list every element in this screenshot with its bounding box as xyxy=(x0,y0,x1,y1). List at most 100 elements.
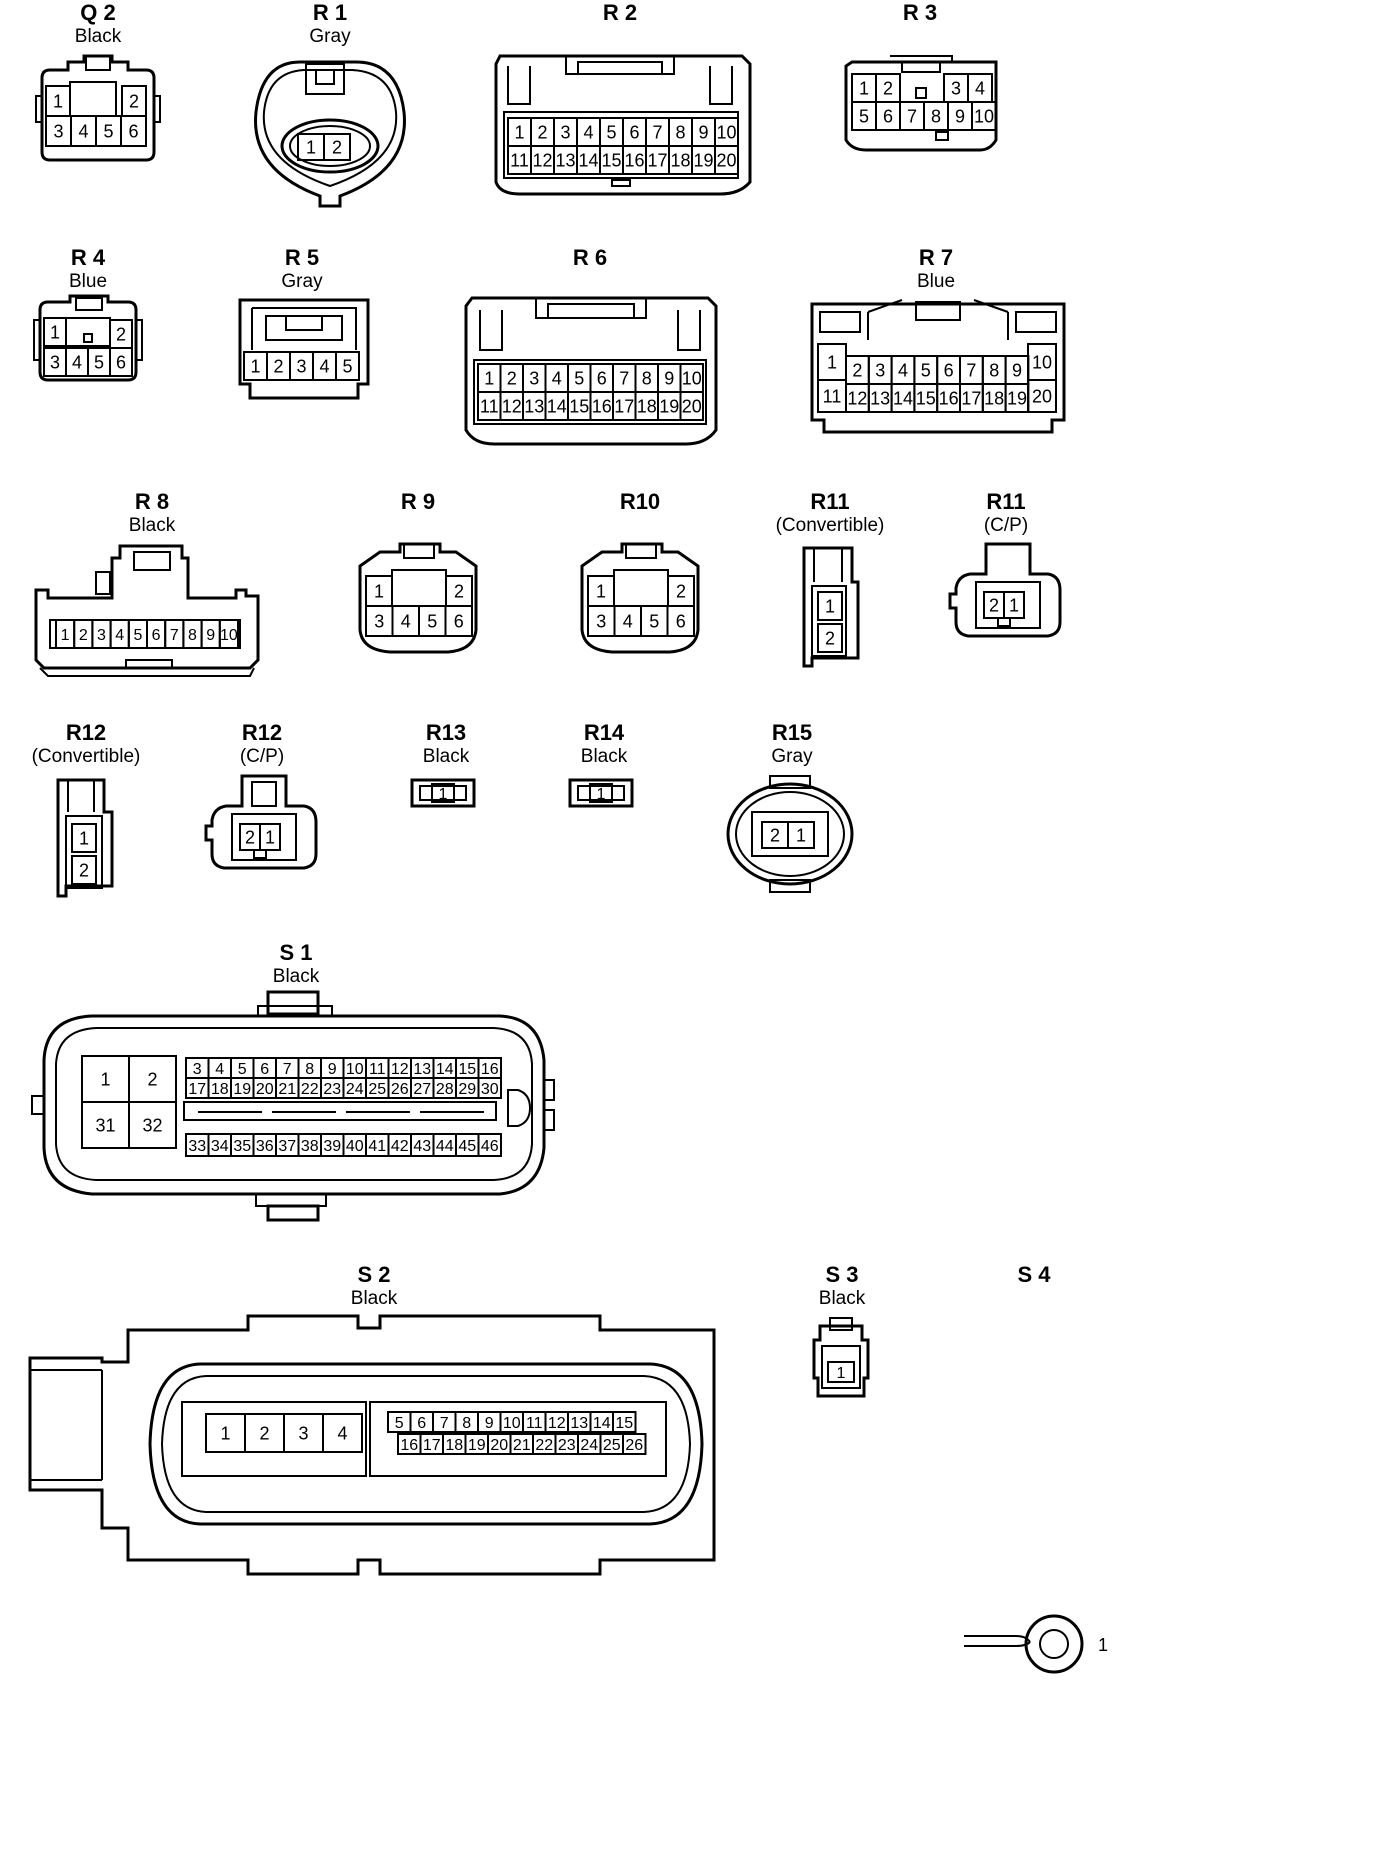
pin-number: 3 xyxy=(374,612,384,632)
pin-cell: 17 xyxy=(185,1077,210,1099)
connector-color-label: (C/P) xyxy=(240,746,284,767)
connector-title: R 4 xyxy=(71,245,106,270)
pin-cell: 1 xyxy=(71,823,97,853)
connector-title: R 6 xyxy=(573,245,607,270)
pin-number: 43 xyxy=(413,1138,431,1155)
pin-cell: 17 xyxy=(645,145,670,175)
pin-cell: 4 xyxy=(70,115,97,147)
pin-number: 21 xyxy=(513,1437,531,1454)
outline-shape xyxy=(75,297,103,311)
pin-box xyxy=(612,1411,637,1433)
pin-cell: 5 xyxy=(418,605,447,637)
pin-number: 5 xyxy=(103,122,113,142)
outline-shape xyxy=(135,319,143,361)
pin-cell: 4 xyxy=(207,1057,232,1079)
pin-cell: 7 xyxy=(275,1057,300,1079)
outline-shape xyxy=(735,791,845,877)
pin-number: 1 xyxy=(250,357,260,377)
pin-cell: 11 xyxy=(477,391,502,421)
connector-color-label: Gray xyxy=(771,746,813,767)
pin-number: 31 xyxy=(95,1116,115,1136)
pin-number: 10 xyxy=(1032,353,1052,373)
pin-number: 35 xyxy=(233,1138,251,1155)
pin-box xyxy=(335,351,360,381)
connector-title: R12 xyxy=(242,720,282,745)
pin-number: 6 xyxy=(944,361,954,381)
pin-cell: 2 xyxy=(445,575,473,607)
pin-cell: 10 xyxy=(1027,343,1057,381)
pin-number: 2 xyxy=(852,361,862,381)
pin-number: 6 xyxy=(128,122,138,142)
pin-number: 12 xyxy=(532,151,552,171)
pin-number: 8 xyxy=(675,123,685,143)
outline-shape xyxy=(812,1324,870,1398)
connector-color-label: Gray xyxy=(281,271,323,292)
pin-number: 13 xyxy=(413,1061,431,1078)
pin-cell: 43 xyxy=(410,1133,435,1157)
pin-number: 11 xyxy=(510,151,529,171)
pin-cell: 2 xyxy=(323,133,351,161)
outline-shape xyxy=(810,302,1066,434)
pin-cell: 41 xyxy=(365,1133,390,1157)
pin-number: 4 xyxy=(215,1061,224,1078)
pin-number: 1 xyxy=(1009,596,1019,616)
pin-number: 15 xyxy=(615,1415,633,1432)
pin-cell: 3 xyxy=(587,605,616,637)
pin-cell: 15 xyxy=(455,1057,480,1079)
pin-cell: 21 xyxy=(509,1433,534,1455)
pin-cell: 13 xyxy=(522,391,547,421)
outline-shape xyxy=(181,1401,367,1477)
pin-cell: 1 xyxy=(817,343,847,381)
pin-cell: 7 xyxy=(164,619,185,649)
pin-cell: 2 xyxy=(817,623,843,653)
pin-number: 6 xyxy=(597,369,607,389)
pin-number: 14 xyxy=(578,151,598,171)
outline-shape xyxy=(613,569,669,607)
connector-title: R13 xyxy=(426,720,466,745)
pin-number: 2 xyxy=(273,357,283,377)
outline-shape xyxy=(160,1375,692,1513)
pin-number: 2 xyxy=(676,582,686,602)
pin-cell: 4 xyxy=(576,117,601,147)
pin-cell: 2 xyxy=(875,73,901,103)
pin-cell: 6 xyxy=(936,355,962,385)
pin-cell: 6 xyxy=(146,619,167,649)
pin-cell: 6 xyxy=(252,1057,277,1079)
outline-shape xyxy=(35,95,43,123)
pin-cell: 9 xyxy=(657,363,682,393)
pin-number: 7 xyxy=(170,627,179,644)
pin-number: 26 xyxy=(391,1081,409,1098)
pin-box xyxy=(109,347,133,377)
pin-number: 4 xyxy=(115,627,124,644)
pin-number: 20 xyxy=(682,397,702,417)
outline-shape xyxy=(568,778,634,808)
pin-cell: 2 xyxy=(121,85,147,117)
pin-number: 5 xyxy=(94,353,104,373)
pin-cell: 1 xyxy=(81,1055,130,1103)
outline-shape xyxy=(543,1109,555,1131)
pin-cell: 5 xyxy=(851,101,877,131)
pin-cell: 32 xyxy=(128,1101,177,1149)
pin-cell: 14 xyxy=(544,391,569,421)
pin-number: 1 xyxy=(837,1365,846,1382)
outline-shape xyxy=(231,813,297,861)
connector-title: R 9 xyxy=(401,489,435,514)
pin-cell: 6 xyxy=(589,363,614,393)
pin-number: 33 xyxy=(188,1138,206,1155)
pin-box xyxy=(622,1433,647,1455)
pin-number: 16 xyxy=(624,151,644,171)
pin-cell: 2 xyxy=(71,855,97,885)
pin-cell: 38 xyxy=(297,1133,322,1157)
outline-shape xyxy=(494,54,752,196)
connector-title: R 2 xyxy=(603,0,637,25)
pin-number: 1 xyxy=(220,1424,230,1444)
pin-cell: 11 xyxy=(817,379,847,413)
pin-number: 11 xyxy=(823,387,842,407)
pin-cell: 23 xyxy=(554,1433,579,1455)
pin-number: 4 xyxy=(337,1424,347,1444)
pin-number: 2 xyxy=(883,79,893,99)
outline-shape xyxy=(289,125,371,167)
pin-cell: 15 xyxy=(567,391,592,421)
pin-number: 5 xyxy=(238,1061,247,1078)
pin-cell: 25 xyxy=(599,1433,624,1455)
